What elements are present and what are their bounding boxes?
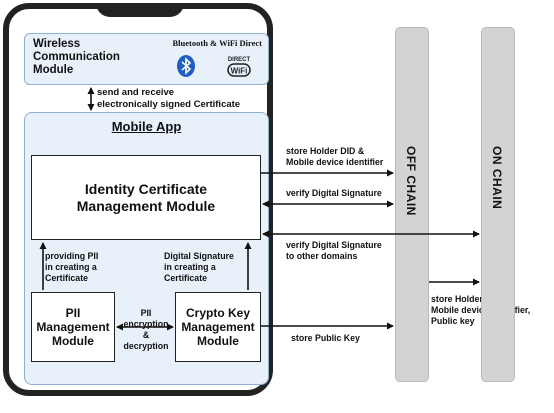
store-public-key-label: store Public Key — [291, 333, 360, 343]
digital-signature-line-3: Certificate — [164, 273, 208, 283]
send-receive-line-1: send and receive — [97, 87, 175, 98]
store-holder-label: store Holder DID & Mobile device identif… — [286, 146, 383, 168]
off-chain-pillar — [395, 27, 429, 382]
pii-management-module: PII Management Module — [31, 292, 115, 362]
identity-module-line-1: Identity Certificate — [84, 180, 208, 197]
verify-other-domains-label: verify Digital Signature to other domain… — [286, 240, 382, 262]
verify-signature-label: verify Digital Signature — [286, 188, 382, 198]
digital-signature-line-2: in creating a — [164, 262, 216, 272]
off-chain-label: OFF CHAIN — [404, 146, 418, 216]
digital-signature-line-1: Digital Signature — [164, 251, 234, 261]
crypto-module-line-2: Management — [181, 320, 255, 334]
crypto-key-module: Crypto Key Management Module — [175, 292, 261, 362]
mobile-app-title: Mobile App — [111, 119, 182, 134]
on-chain-pillar — [481, 27, 515, 382]
send-receive-label: send and receive electronically signed C… — [97, 87, 240, 111]
providing-pii-line-3: Certificate — [45, 273, 89, 283]
wireless-tech-label: Bluetooth & WiFi Direct — [172, 38, 262, 48]
phone-notch — [96, 3, 184, 17]
crypto-module-line-1: Crypto Key — [185, 306, 250, 320]
pii-module-line-2: Management — [36, 320, 110, 334]
pii-encryption-line-3: & — [142, 330, 150, 340]
onchain-store-line-3: Public key — [431, 316, 475, 326]
identity-certificate-module: Identity Certificate Management Module — [31, 155, 261, 240]
digital-signature-label: Digital Signature in creating a Certific… — [164, 251, 234, 284]
crypto-module-line-3: Module — [196, 334, 239, 348]
verify-other-line-2: to other domains — [286, 251, 358, 261]
on-chain-label: ON CHAIN — [490, 146, 504, 210]
pii-module-line-1: PII — [65, 306, 81, 320]
store-holder-line-2: Mobile device identifier — [286, 157, 384, 167]
wifi-text: WiFi — [231, 67, 248, 76]
providing-pii-line-1: providing PII — [45, 251, 99, 261]
pii-module-line-3: Module — [51, 334, 94, 348]
onchain-store-line-1: store Holder DID, — [431, 294, 503, 304]
onchain-store-line-2: Mobile device identifier, — [431, 305, 530, 315]
onchain-store-label: store Holder DID, Mobile device identifi… — [431, 294, 530, 327]
wifi-direct-icon: DIRECT WiFi — [227, 57, 251, 77]
send-receive-line-2: electronically signed Certificate — [97, 99, 241, 110]
mobile-app-title-wrap: Mobile App — [25, 119, 268, 134]
identity-module-line-2: Management Module — [76, 197, 216, 214]
providing-pii-line-2: in creating a — [45, 262, 97, 272]
wifi-direct-text: DIRECT — [228, 57, 251, 63]
providing-pii-label: providing PII in creating a Certificate — [45, 251, 98, 284]
bluetooth-icon — [177, 55, 195, 77]
store-holder-line-1: store Holder DID & — [286, 146, 365, 156]
wireless-module-title: Wireless Communication Module — [33, 38, 120, 76]
pii-encryption-line-1: PII — [140, 308, 152, 318]
wireless-communication-module: Wireless Communication Module Bluetooth … — [24, 33, 269, 85]
verify-other-line-1: verify Digital Signature — [286, 240, 382, 250]
pii-encryption-line-4: decryption — [123, 341, 169, 351]
